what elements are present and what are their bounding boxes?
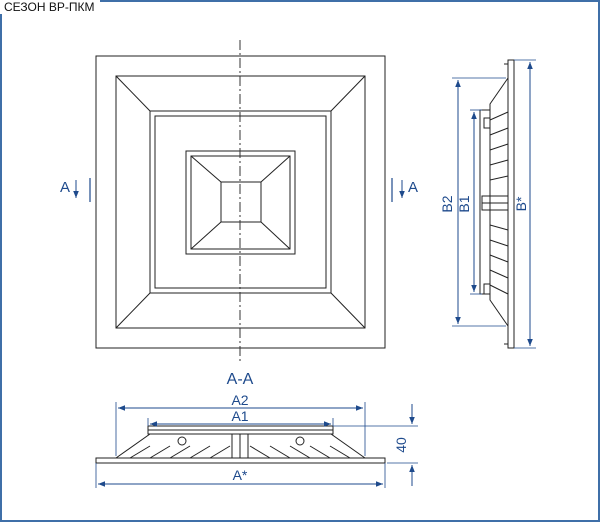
dimension-a2: A2: [115, 392, 366, 456]
section-view: [95, 425, 386, 464]
dim-b1-label: B1: [456, 195, 472, 212]
diagonal-lines: [115, 75, 366, 329]
dim-astar-label: A*: [233, 467, 248, 483]
dim-b2-label: B2: [439, 195, 455, 212]
dim-height-label: 40: [393, 437, 409, 453]
dimension-a1: A1: [147, 408, 334, 427]
section-right-label: A: [408, 179, 418, 196]
side-cone: [489, 77, 509, 327]
dimension-b2: B2: [439, 77, 506, 327]
dim-a2-label: A2: [231, 392, 248, 408]
side-view: [479, 59, 515, 349]
section-left-label: A: [60, 179, 70, 196]
section-bolt-right: [295, 436, 305, 446]
dimension-bstar: B*: [513, 59, 536, 349]
sheet-title: СЕЗОН ВР-ПКМ: [0, 0, 101, 14]
section-marker-right: A: [391, 178, 418, 202]
section-marker-left: A: [60, 178, 91, 202]
dimension-height: 40: [333, 404, 418, 486]
side-blades: [489, 111, 509, 295]
section-plate: [95, 457, 386, 464]
dimension-astar: A*: [95, 463, 386, 488]
center-core: [220, 181, 262, 223]
side-bolt-bottom: [483, 283, 491, 295]
side-bolt-top: [483, 117, 491, 129]
dimension-b1: B1: [456, 109, 482, 295]
front-view: [95, 55, 386, 349]
section-caption: A-A: [227, 371, 254, 388]
section-bolt-left: [177, 436, 187, 446]
section-blades: [129, 445, 351, 459]
dim-a1-label: A1: [231, 408, 248, 424]
dim-bstar-label: B*: [513, 196, 529, 211]
